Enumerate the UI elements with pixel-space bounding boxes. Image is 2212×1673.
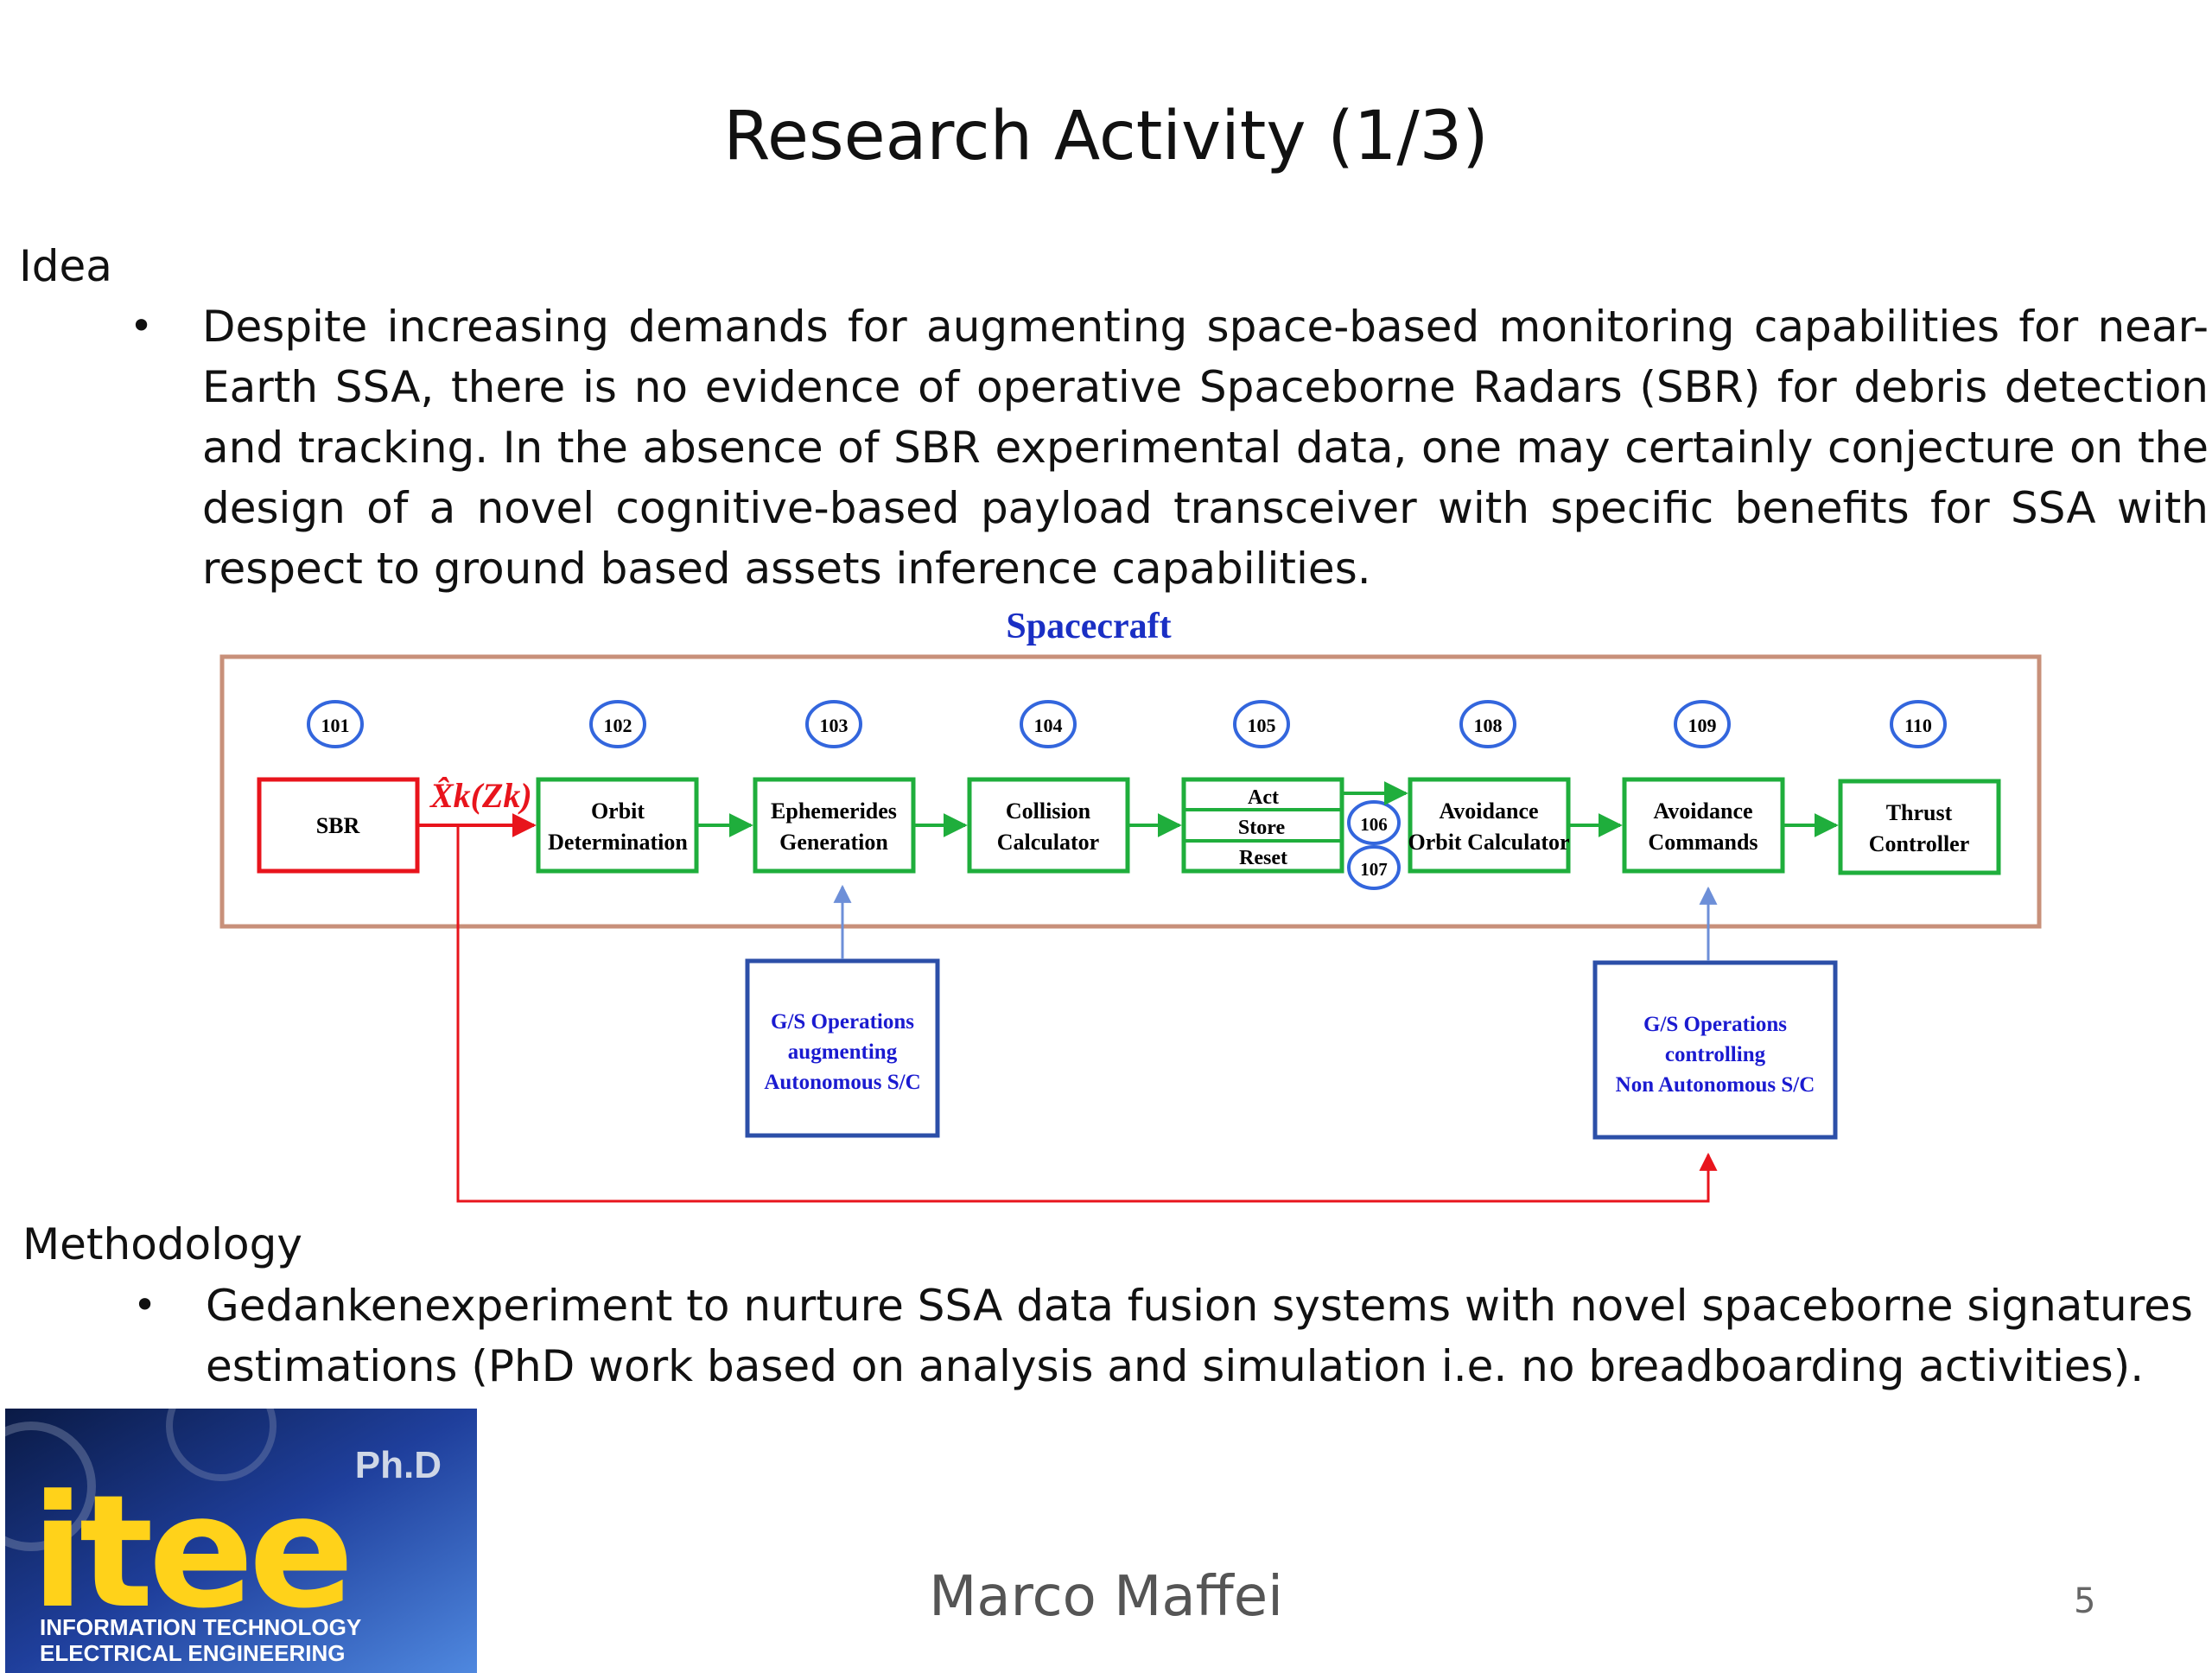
gs-controlling-line-3: Non Autonomous S/C [1616, 1073, 1815, 1097]
orbit-label-2: Determination [548, 830, 688, 855]
svg-text:108: 108 [1474, 715, 1503, 736]
node-id-101: 101 [307, 700, 364, 748]
logo-badge: Ph.D [355, 1444, 442, 1486]
node-id-110: 110 [1890, 700, 1947, 748]
collision-label-2: Calculator [997, 830, 1099, 855]
node-id-102: 102 [589, 700, 646, 748]
avoidance-cmds-label-2: Commands [1648, 830, 1758, 855]
avoidance-cmds-label-1: Avoidance [1653, 798, 1752, 824]
node-id-105: 105 [1233, 700, 1290, 748]
thrust-controller-block [1838, 779, 2001, 875]
feedback-path [456, 825, 1718, 1203]
avoidance-orbit-label-1: Avoidance [1439, 798, 1538, 824]
avoidance-commands-block [1622, 777, 1785, 874]
sbr-label: SBR [316, 813, 360, 838]
gs-augmenting-box [745, 958, 940, 1138]
node-id-103: 103 [805, 700, 862, 748]
node-id-107: 107 [1347, 845, 1401, 890]
page-number: 5 [2074, 1581, 2096, 1621]
idea-paragraph: Despite increasing demands for augmentin… [202, 302, 2209, 594]
act-store-reset-block [1181, 777, 1344, 874]
ephemerides-label-1: Ephemerides [771, 798, 897, 824]
thrust-label-1: Thrust [1886, 800, 1953, 825]
idea-heading: Idea [19, 241, 112, 291]
svg-text:107: 107 [1360, 859, 1388, 880]
store-label: Store [1238, 817, 1286, 839]
avoidance-orbit-block [1408, 777, 1571, 874]
bullet-dot: • [133, 1282, 157, 1328]
svg-text:110: 110 [1904, 715, 1932, 736]
methodology-paragraph: Gedankenexperiment to nurture SSA data f… [206, 1281, 2193, 1391]
gs-augmenting-line-3: Autonomous S/C [764, 1071, 920, 1094]
orbit-determination-block [536, 777, 699, 874]
svg-text:105: 105 [1248, 715, 1276, 736]
svg-text:106: 106 [1360, 814, 1388, 835]
svg-text:104: 104 [1034, 715, 1063, 736]
logo-line-1: INFORMATION TECHNOLOGY [40, 1614, 361, 1640]
svg-text:103: 103 [820, 715, 849, 736]
avoidance-orbit-label-2: Orbit Calculator [1408, 830, 1569, 855]
spacecraft-frame [219, 654, 2042, 929]
itee-phd-logo: Ph.D itee INFORMATION TECHNOLOGY ELECTRI… [5, 1409, 477, 1673]
collision-label-1: Collision [1006, 798, 1091, 824]
node-id-104: 104 [1020, 700, 1077, 748]
svg-text:102: 102 [604, 715, 632, 736]
node-id-109: 109 [1674, 700, 1731, 748]
seal-icon [166, 1409, 276, 1481]
gs-controlling-line-2: controlling [1665, 1043, 1766, 1066]
svg-text:109: 109 [1688, 715, 1717, 736]
footer-author: Marco Maffei [929, 1565, 1283, 1629]
seal-icon [5, 1422, 96, 1551]
state-estimate-label: X̂k(Zk) [429, 776, 532, 815]
logo-line-2: ELECTRICAL ENGINEERING [40, 1640, 345, 1666]
collision-calculator-block [967, 777, 1130, 874]
gs-augmenting-line-2: augmenting [788, 1040, 898, 1064]
spacecraft-diagram: Spacecraft 101 102 103 104 105 108 109 1… [219, 607, 2042, 1203]
methodology-heading: Methodology [22, 1219, 302, 1269]
node-id-108: 108 [1459, 700, 1516, 748]
slide-title: Research Activity (1/3) [723, 98, 1489, 175]
act-label: Act [1248, 786, 1279, 809]
bullet-dot: • [130, 302, 154, 349]
orbit-label-1: Orbit [591, 798, 645, 824]
ephemerides-label-2: Generation [779, 830, 888, 855]
node-id-106: 106 [1347, 800, 1401, 845]
svg-text:101: 101 [321, 715, 350, 736]
reset-label: Reset [1239, 847, 1287, 869]
gs-controlling-line-1: G/S Operations [1643, 1013, 1787, 1036]
sbr-block [257, 777, 420, 874]
thrust-label-2: Controller [1869, 831, 1970, 856]
gs-controlling-box [1592, 960, 1838, 1140]
ephemerides-block [753, 777, 916, 874]
logo-background [5, 1409, 477, 1673]
spacecraft-label: Spacecraft [1006, 607, 1171, 646]
gs-augmenting-line-1: G/S Operations [771, 1010, 914, 1034]
logo-main-text: itee [31, 1462, 349, 1643]
